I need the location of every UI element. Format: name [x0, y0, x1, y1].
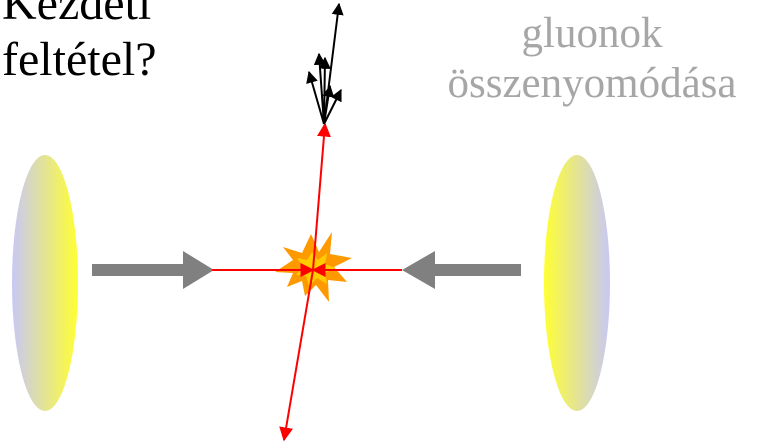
upward-jet [312, 122, 331, 271]
question-line-1: Kezdeti [2, 0, 152, 30]
caption-line-1: gluonok [521, 10, 663, 57]
gluon-compression-caption: gluonok összenyomódása [414, 12, 770, 112]
left-beam-arrow [92, 251, 214, 289]
hadron-track [306, 70, 325, 125]
right-nucleus [544, 155, 610, 411]
hadron-track [322, 84, 335, 125]
caption-line-2: összenyomódása [447, 60, 737, 107]
initial-condition-question: Kezdeti feltétel? [2, 0, 157, 92]
downward-jet [279, 269, 314, 442]
hadron-track [323, 88, 342, 125]
question-line-2: feltétel? [2, 33, 157, 86]
hadron-tracks [306, 2, 344, 125]
left-nucleus [12, 155, 78, 411]
right-beam-arrow [402, 251, 521, 289]
